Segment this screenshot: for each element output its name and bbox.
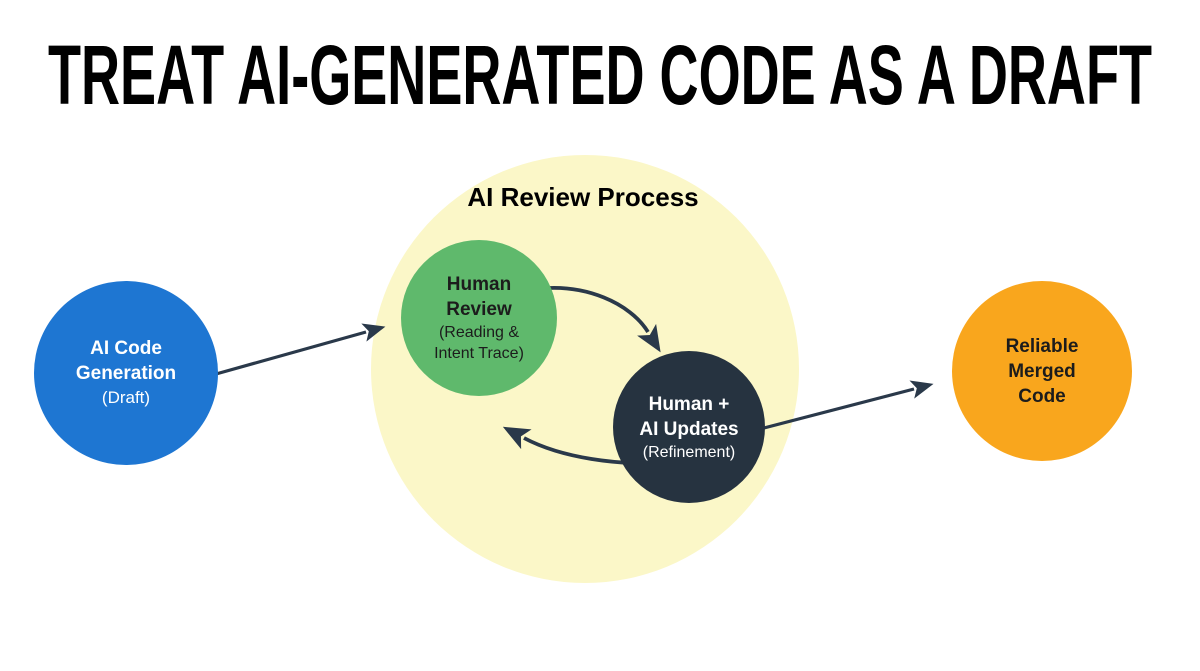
node-ai-code-generation: AI Code Generation (Draft) [34,281,218,465]
node-ai-code-generation-line1: AI Code [90,338,162,359]
node-ai-code-generation-sub: (Draft) [101,388,151,407]
node-human-ai-updates: Human + AI Updates (Refinement) [613,351,765,503]
node-human-ai-updates-sub: (Refinement) [642,443,736,461]
ai-review-process-label: AI Review Process [467,182,699,212]
node-reliable-merged-code: Reliable Merged Code [952,281,1132,461]
node-human-ai-updates-line1: Human + [648,393,730,415]
node-reliable-merged-code-line2: Merged [1008,360,1076,382]
node-human-review: Human Review (Reading & Intent Trace) [401,240,557,396]
arrow-generation-to-review [215,323,386,376]
node-ai-code-generation-line2: Generation [75,363,177,384]
node-human-ai-updates-line2: AI Updates [639,418,739,440]
arrow-updates-to-merged [759,380,934,431]
node-human-review-sub2: Intent Trace) [434,345,524,362]
node-human-review-sub1: (Reading & [438,324,520,341]
title-banner: TREAT AI-GENERATED CODE AS A DRAFT [48,28,1152,122]
arrow-review-to-updates [535,286,661,353]
page-title: TREAT AI-GENERATED CODE AS A DRAFT [48,28,1152,122]
node-human-review-line1: Human [446,274,512,295]
node-reliable-merged-code-line3: Code [1018,385,1066,407]
node-reliable-merged-code-line1: Reliable [1005,335,1079,357]
node-human-review-line2: Review [446,299,512,320]
